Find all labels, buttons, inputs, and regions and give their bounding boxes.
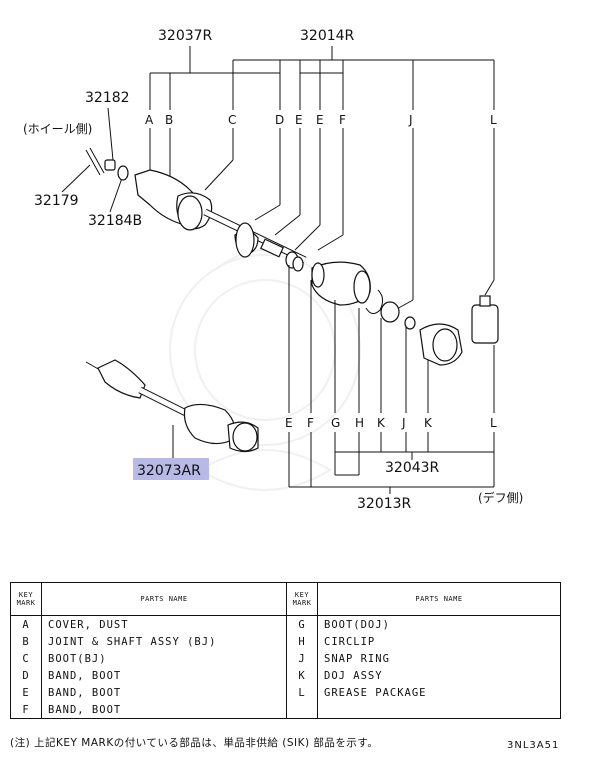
dust-cover-icon xyxy=(235,222,255,258)
top-key-e1: E xyxy=(295,113,303,127)
row-key: G xyxy=(286,615,318,633)
top-key-l: L xyxy=(490,113,497,127)
row-key: H xyxy=(286,633,318,650)
part-number-32043r[interactable]: 32043R xyxy=(385,460,440,476)
parts-table: KEY MARK PARTS NAME KEY MARK PARTS NAME … xyxy=(10,582,561,719)
part-number-32073ar[interactable]: 32073AR xyxy=(137,463,201,479)
assembled-drive-shaft xyxy=(85,359,259,453)
row-key: L xyxy=(286,684,318,701)
circlip-icon xyxy=(365,289,384,314)
top-key-e2: E xyxy=(316,113,324,127)
assembly-highlight xyxy=(133,458,209,480)
part-number-32184b[interactable]: 32184B xyxy=(88,213,142,229)
row-part-name: SNAP RING xyxy=(317,650,561,667)
diff-side-label: (デフ側) xyxy=(478,490,523,505)
bottom-key-g: G xyxy=(331,416,340,430)
row-part-name: DOJ ASSY xyxy=(317,667,561,684)
bottom-key-e: E xyxy=(285,416,293,430)
bottom-key-j: J xyxy=(401,416,406,430)
header-key-mark-left: KEY MARK xyxy=(10,582,42,616)
cotter-pin-icon xyxy=(85,147,105,176)
row-part-name: GREASE PACKAGE xyxy=(317,684,561,701)
grease-package-icon xyxy=(471,304,499,344)
row-key: C xyxy=(10,650,42,667)
nut-icon xyxy=(104,159,116,171)
row-part-name: BOOT(BJ) xyxy=(41,650,287,667)
part-number-32179[interactable]: 32179 xyxy=(34,193,79,209)
upper-exploded-shaft xyxy=(85,147,499,366)
part-number-32013r[interactable]: 32013R xyxy=(357,496,412,512)
row-part-name: BAND, BOOT xyxy=(41,684,287,701)
table-row: A COVER, DUST G BOOT(DOJ) xyxy=(10,615,561,633)
top-key-c: C xyxy=(228,113,236,127)
bottom-key-f: F xyxy=(307,416,314,430)
table-row: D BAND, BOOT K DOJ ASSY xyxy=(10,667,561,684)
bottom-key-letters: E F G H K J K L xyxy=(285,416,497,430)
row-key: J xyxy=(286,650,318,667)
header-key-mark-right: KEY MARK xyxy=(286,582,318,616)
bottom-key-k2: K xyxy=(424,416,433,430)
part-number-32182[interactable]: 32182 xyxy=(85,90,130,106)
top-key-d: D xyxy=(275,113,284,127)
row-key xyxy=(286,701,318,719)
row-part-name: COVER, DUST xyxy=(41,615,287,633)
row-part-name: BAND, BOOT xyxy=(41,667,287,684)
header-parts-name-right: PARTS NAME xyxy=(317,582,561,616)
row-part-name: BAND, BOOT xyxy=(41,701,287,719)
bottom-leader-lines xyxy=(288,265,495,413)
top-key-a: A xyxy=(145,113,154,127)
bottom-key-h: H xyxy=(355,416,364,430)
bottom-bracket-lines xyxy=(288,432,495,494)
exploded-parts-diagram: 32037R 32014R A B C D E E F J L xyxy=(23,28,523,512)
top-key-j: J xyxy=(408,113,413,127)
top-key-f: F xyxy=(339,113,346,127)
bottom-key-k1: K xyxy=(377,416,386,430)
row-key: F xyxy=(10,701,42,719)
row-part-name: CIRCLIP xyxy=(317,633,561,650)
part-number-32014r[interactable]: 32014R xyxy=(300,28,355,44)
table-row: F BAND, BOOT xyxy=(10,701,561,719)
top-leader-lines xyxy=(149,128,495,311)
snap-ring-icon xyxy=(380,301,400,323)
row-part-name: JOINT & SHAFT ASSY (BJ) xyxy=(41,633,287,650)
table-row: B JOINT & SHAFT ASSY (BJ) H CIRCLIP xyxy=(10,633,561,650)
top-bracket-lines xyxy=(149,46,495,110)
header-parts-name-left: PARTS NAME xyxy=(41,582,287,616)
footer-note: (注) 上記KEY MARKの付いている部品は、単品非供給 (SIK) 部品を示… xyxy=(10,737,379,749)
row-part-name xyxy=(317,701,561,719)
row-part-name: BOOT(DOJ) xyxy=(317,615,561,633)
row-key: K xyxy=(286,667,318,684)
bottom-key-l: L xyxy=(490,416,497,430)
top-key-b: B xyxy=(165,113,173,127)
part-number-32037r[interactable]: 32037R xyxy=(158,28,213,44)
row-key: A xyxy=(10,615,42,633)
table-row: C BOOT(BJ) J SNAP RING xyxy=(10,650,561,667)
parts-table-header: KEY MARK PARTS NAME KEY MARK PARTS NAME xyxy=(10,582,561,616)
diagram-code: 3NL3A51 xyxy=(507,740,560,751)
row-key: B xyxy=(10,633,42,650)
row-key: D xyxy=(10,667,42,684)
washer-icon xyxy=(117,165,129,181)
table-row: E BAND, BOOT L GREASE PACKAGE xyxy=(10,684,561,701)
top-key-letters: A B C D E E F J L xyxy=(145,113,497,127)
wheel-side-label: (ホイール側) xyxy=(23,122,92,136)
row-key: E xyxy=(10,684,42,701)
